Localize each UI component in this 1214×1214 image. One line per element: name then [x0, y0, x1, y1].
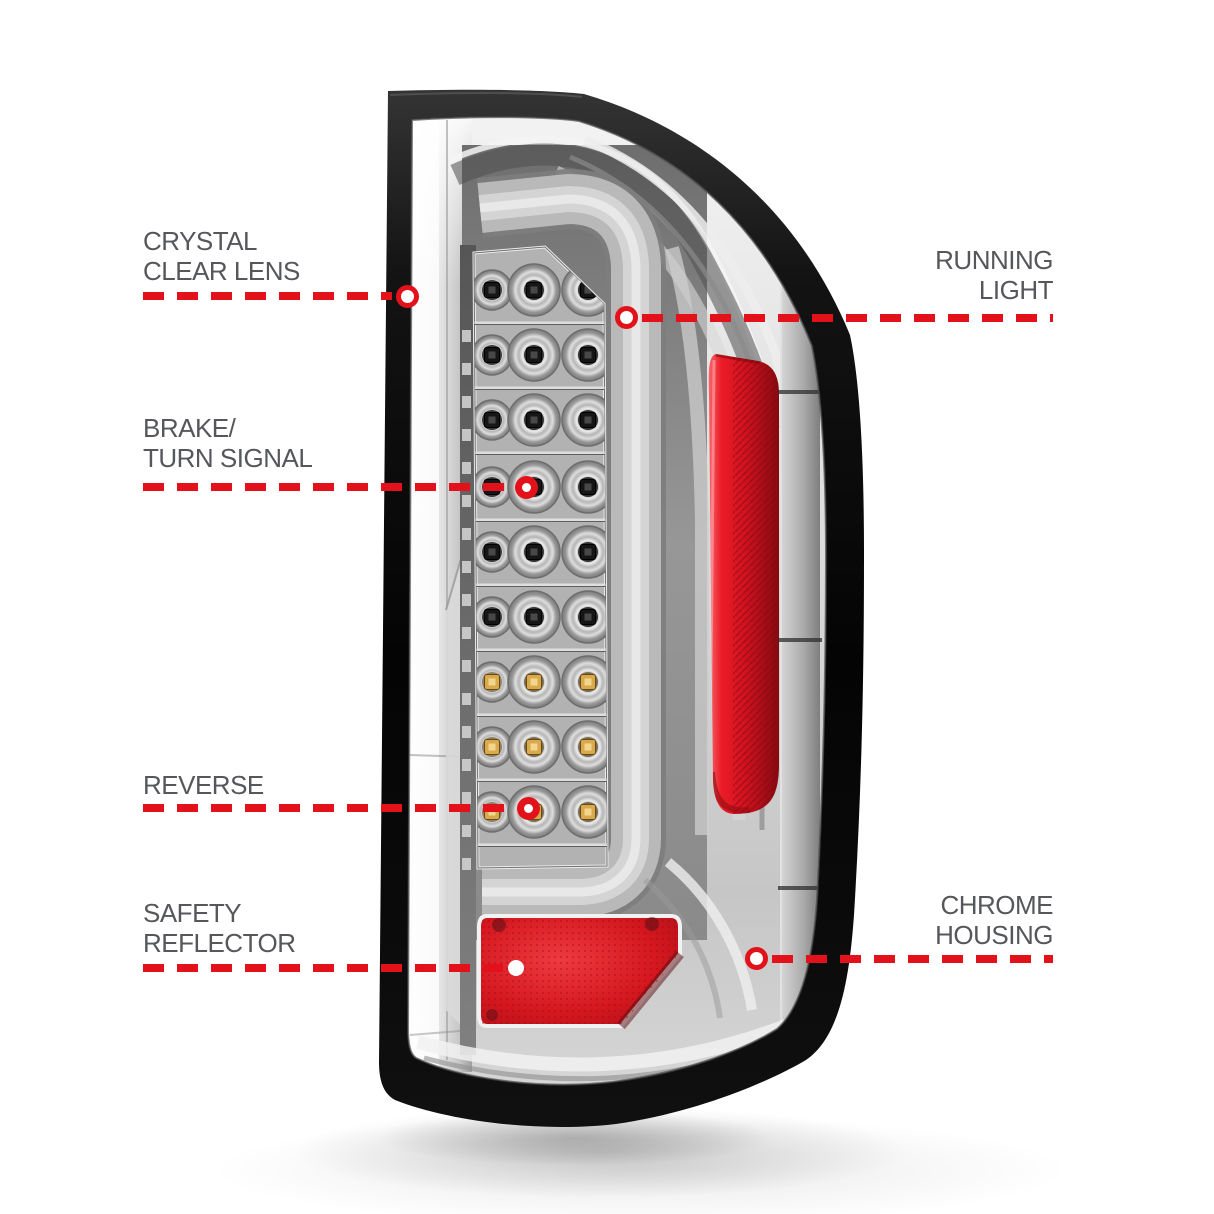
callout-line: TURN SIGNAL — [143, 443, 313, 473]
lens-clip-tabs — [462, 330, 471, 870]
leader-chrome-housing — [772, 955, 1053, 963]
callout-line: HOUSING — [935, 920, 1053, 950]
callout-chrome-housing: CHROME HOUSING — [935, 890, 1053, 950]
leader-reverse — [143, 804, 514, 812]
callout-brake-turn-signal: BRAKE/ TURN SIGNAL — [143, 413, 313, 473]
side-marker-reflector — [708, 354, 779, 815]
callout-line: CLEAR LENS — [143, 256, 300, 286]
callout-line: REFLECTOR — [143, 928, 296, 958]
marker-crystal-clear-lens — [396, 285, 419, 308]
running-light-tube — [476, 169, 666, 922]
callout-safety-reflector: SAFETY REFLECTOR — [143, 898, 296, 958]
marker-chrome-housing — [745, 947, 768, 970]
safety-reflector-lens — [477, 914, 684, 1030]
callout-line: CHROME — [940, 890, 1053, 920]
marker-running-light — [615, 306, 638, 329]
marker-core — [524, 804, 533, 813]
leader-safety-reflector — [143, 964, 503, 972]
housing-inner-edge — [406, 116, 828, 1086]
callout-crystal-clear-lens: CRYSTAL CLEAR LENS — [143, 226, 300, 286]
callout-reverse: REVERSE — [143, 770, 264, 800]
marker-core — [522, 483, 531, 492]
floor-shadow — [210, 1106, 1070, 1214]
marker-brake-turn-signal — [515, 476, 538, 499]
leader-running-light — [642, 314, 1053, 322]
callout-line: CRYSTAL — [143, 226, 258, 256]
leader-brake-turn-signal — [143, 483, 512, 491]
callout-line: REVERSE — [143, 770, 264, 800]
callout-running-light: RUNNING LIGHT — [935, 245, 1053, 305]
callout-line: BRAKE/ — [143, 413, 236, 443]
leader-crystal-clear-lens — [143, 292, 392, 300]
led-array — [474, 263, 607, 847]
marker-safety-reflector — [508, 960, 524, 976]
marker-reverse — [517, 797, 540, 820]
led-panel — [472, 245, 609, 870]
chrome-interior — [408, 117, 826, 1085]
callout-line: SAFETY — [143, 898, 242, 928]
callout-line: RUNNING — [935, 245, 1053, 275]
callout-line: LIGHT — [978, 275, 1054, 305]
